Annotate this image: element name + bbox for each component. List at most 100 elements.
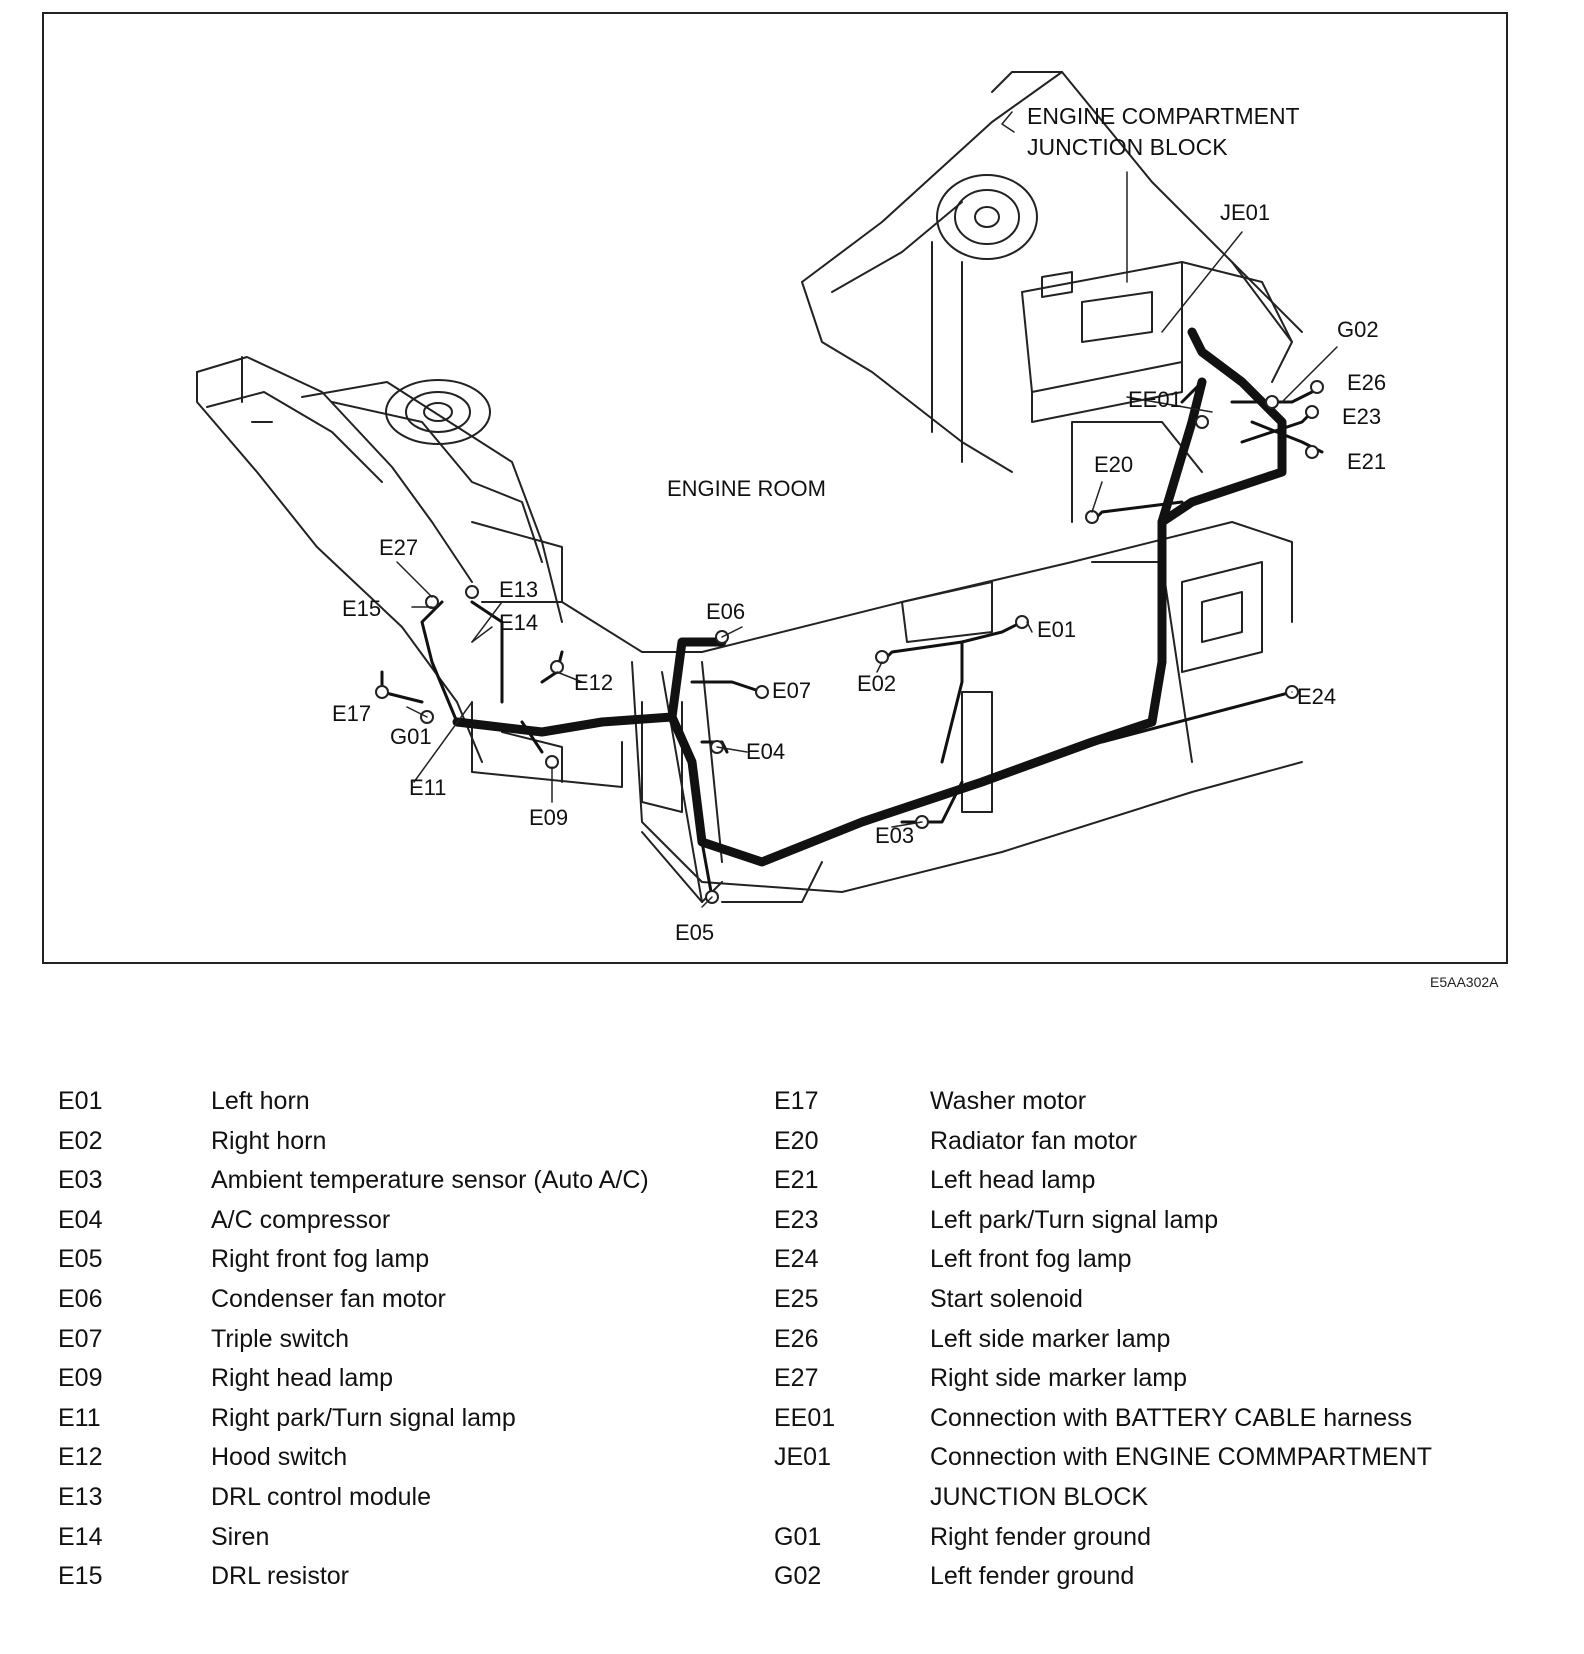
label-g01: G01 [390, 724, 432, 749]
legend-row: EE01 Connection with BATTERY CABLE harnes… [774, 1399, 1544, 1439]
legend-description: Left front fog lamp [930, 1245, 1132, 1274]
label-e01: E01 [1037, 617, 1076, 642]
legend-row: E24 Left front fog lamp [774, 1240, 1544, 1280]
label-e20: E20 [1094, 452, 1133, 477]
legend-row: E14 Siren [58, 1518, 758, 1558]
legend-row: E27 Right side marker lamp [774, 1359, 1544, 1399]
legend-row: E01 Left horn [58, 1082, 758, 1122]
label-e09: E09 [529, 805, 568, 830]
legend-code: E04 [58, 1205, 103, 1234]
legend-code: E12 [58, 1443, 103, 1472]
legend-row: E13 DRL control module [58, 1478, 758, 1518]
legend-row: E12 Hood switch [58, 1438, 758, 1478]
legend-description: Ambient temperature sensor (Auto A/C) [211, 1166, 649, 1195]
legend-description: Right head lamp [211, 1364, 394, 1393]
label-e21: E21 [1347, 449, 1386, 474]
legend-code: E11 [58, 1403, 101, 1432]
legend-description: Hood switch [211, 1443, 348, 1472]
legend-row: E15 DRL resistor [58, 1557, 758, 1597]
legend-description: Left head lamp [930, 1166, 1096, 1195]
label-je01: JE01 [1220, 200, 1270, 225]
label-e04: E04 [746, 739, 785, 764]
label-engine-room: ENGINE ROOM [667, 476, 826, 501]
legend-row: E17 Washer motor [774, 1082, 1544, 1122]
legend-code: E21 [774, 1166, 819, 1195]
legend-row: JUNCTION BLOCK [774, 1478, 1544, 1518]
legend-description: Left horn [211, 1087, 310, 1115]
label-e23: E23 [1342, 404, 1381, 429]
legend-description: Left side marker lamp [930, 1324, 1171, 1353]
legend-code: E14 [58, 1522, 103, 1551]
label-e26: E26 [1347, 370, 1386, 395]
label-e24: E24 [1297, 684, 1336, 709]
legend-description: Right front fog lamp [211, 1245, 430, 1274]
legend-description: Radiator fan motor [930, 1126, 1138, 1155]
diagram-frame: ENGINE COMPARTMENT JUNCTION BLOCK JE01 G… [42, 12, 1508, 964]
label-e12: E12 [574, 670, 613, 695]
legend-code: JE01 [774, 1443, 831, 1472]
legend-description: Right side marker lamp [930, 1364, 1188, 1393]
legend-description: Condenser fan motor [211, 1284, 446, 1313]
label-g02: G02 [1337, 317, 1379, 342]
legend-code: E25 [774, 1284, 819, 1313]
legend-row: E23 Left park/Turn signal lamp [774, 1201, 1544, 1241]
legend-description: Right park/Turn signal lamp [211, 1403, 516, 1432]
legend-code: E06 [58, 1284, 103, 1313]
legend-code: E17 [774, 1087, 819, 1115]
label-e11: E11 [409, 775, 447, 800]
label-e27: E27 [379, 535, 418, 560]
legend-description: Right horn [211, 1126, 327, 1155]
legend-row: E05 Right front fog lamp [58, 1240, 758, 1280]
legend-description: Washer motor [930, 1087, 1087, 1115]
leader-lines [396, 111, 1338, 908]
legend-row: E06 Condenser fan motor [58, 1280, 758, 1320]
legend-code: G02 [774, 1562, 822, 1591]
label-e17: E17 [332, 701, 371, 726]
legend-description: Connection with BATTERY CABLE harness [930, 1403, 1413, 1432]
legend-code: E23 [774, 1205, 819, 1234]
legend-row: E25 Start solenoid [774, 1280, 1544, 1320]
legend-code: E15 [58, 1562, 103, 1591]
diagram-labels: ENGINE COMPARTMENT JUNCTION BLOCK JE01 G… [332, 103, 1386, 945]
label-e03: E03 [875, 823, 914, 848]
legend-code: G01 [774, 1522, 822, 1551]
legend-description: Right fender ground [930, 1522, 1151, 1551]
legend-code: E03 [58, 1166, 103, 1195]
legend-code: EE01 [774, 1403, 836, 1432]
legend-row: E21 Left head lamp [774, 1161, 1544, 1201]
label-e13: E13 [499, 577, 538, 602]
legend-code: E01 [58, 1087, 103, 1115]
legend-code: E07 [58, 1324, 103, 1353]
label-ee01: EE01 [1128, 387, 1182, 412]
legend-row: E03 Ambient temperature sensor (Auto A/C) [58, 1161, 758, 1201]
legend-row: E11 Right park/Turn signal lamp [58, 1399, 758, 1439]
legend-code: E13 [58, 1482, 103, 1511]
label-e15: E15 [342, 596, 381, 621]
legend-description: DRL control module [211, 1482, 432, 1511]
legend-code: E02 [58, 1126, 103, 1155]
legend-description: Left park/Turn signal lamp [930, 1205, 1219, 1234]
legend-description: A/C compressor [211, 1205, 391, 1234]
label-engine-compartment-2: JUNCTION BLOCK [1027, 134, 1228, 160]
label-e02: E02 [857, 671, 896, 696]
wiring-harness [452, 327, 1287, 867]
legend-code: E24 [774, 1245, 819, 1274]
legend-description: Siren [211, 1522, 270, 1551]
legend-description: DRL resistor [211, 1562, 349, 1591]
label-e05: E05 [675, 920, 714, 945]
left-fender-structure [801, 71, 1303, 473]
right-fender-structure [196, 356, 623, 788]
legend-description: Triple switch [211, 1324, 349, 1353]
legend-code: E27 [774, 1364, 819, 1393]
legend-description: Start solenoid [930, 1284, 1083, 1313]
label-engine-compartment-1: ENGINE COMPARTMENT [1027, 103, 1300, 129]
legend-code: E20 [774, 1126, 819, 1155]
legend-row: E20 Radiator fan motor [774, 1122, 1544, 1162]
legend-row: G01 Right fender ground [774, 1518, 1544, 1558]
legend-code: E05 [58, 1245, 103, 1274]
